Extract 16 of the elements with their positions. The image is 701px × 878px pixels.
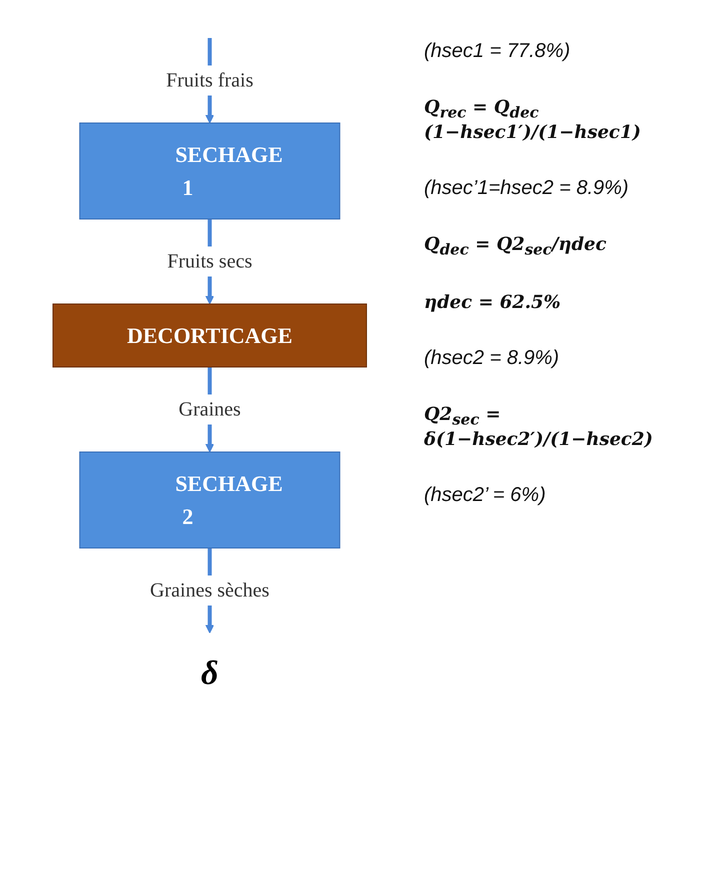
note-text: Q2$_{sec}$ = δ(1−hsec2′)/(1−hsec2) (424, 404, 654, 450)
note-text: ηdec = 62.5% (424, 292, 562, 314)
note-text: (hsec1 = 77.8%) (424, 40, 572, 63)
node-box: SECHAGE 1 (80, 122, 340, 220)
note-text: Q$_{dec}$ = Q2$_{sec}$/ηdec (424, 234, 608, 258)
edge-label: Fruits frais (166, 70, 254, 92)
edge-label: Graines (178, 398, 242, 420)
node-text: δ (201, 655, 219, 692)
edge-label: Graines sèches (150, 580, 270, 602)
note-text: Q$_{rec}$ = Q$_{dec}$ (1−hsec1′)/(1−hsec1) (424, 97, 642, 143)
edge-label: Fruits secs (167, 250, 252, 272)
note-text: (hsec2’ = 6%) (424, 484, 547, 507)
note-text: (hsec’1=hsec2 = 8.9%) (424, 176, 630, 200)
node-box: SECHAGE 2 (80, 452, 340, 548)
node-box: DECORTICAGE (52, 304, 368, 368)
note-text: (hsec2 = 8.9%) (424, 347, 560, 370)
